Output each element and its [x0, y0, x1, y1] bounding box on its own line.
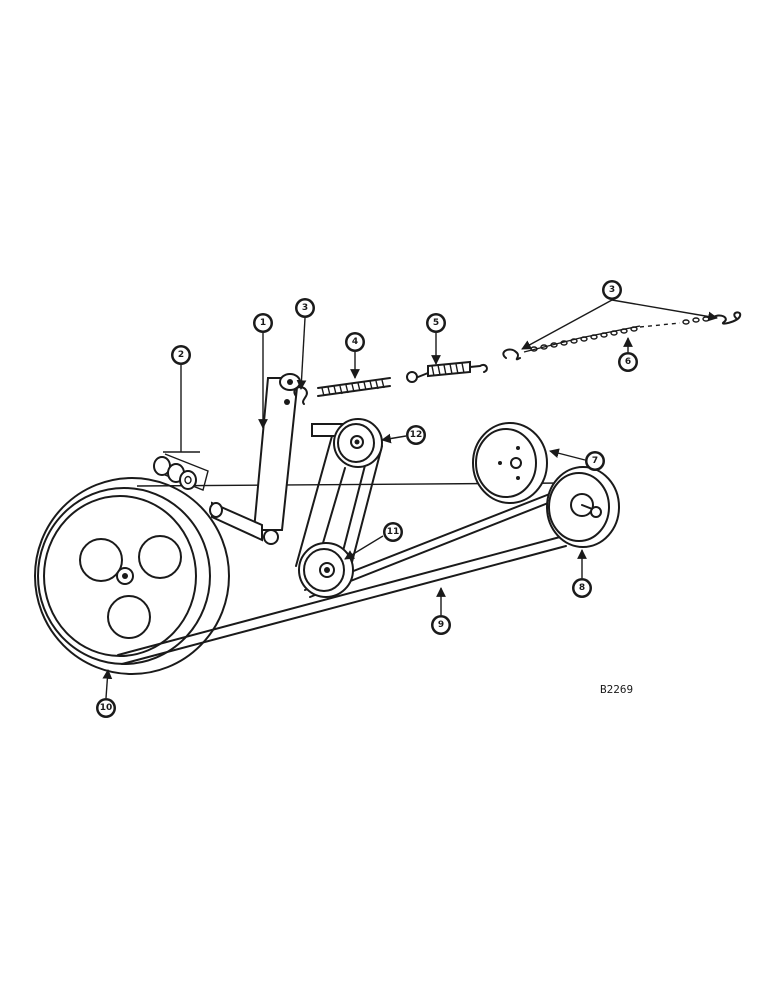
s-hook-left [293, 386, 308, 405]
svg-text:3: 3 [302, 303, 308, 313]
svg-text:8: 8 [579, 583, 585, 593]
svg-text:11: 11 [387, 527, 400, 537]
svg-text:2: 2 [178, 350, 184, 360]
svg-text:9: 9 [438, 620, 444, 630]
svg-text:1: 1 [260, 318, 266, 328]
leader-lines [102, 299, 718, 699]
pulley-8 [546, 466, 620, 548]
bushing-set [153, 453, 209, 491]
svg-text:3: 3 [609, 285, 615, 295]
svg-text:4: 4 [352, 337, 358, 347]
large-pulley [34, 477, 230, 675]
idler-arm [209, 373, 301, 545]
callout-7: 7 [585, 451, 605, 471]
idler-pulley-11 [298, 542, 354, 598]
svg-text:12: 12 [410, 430, 423, 440]
svg-text:7: 7 [592, 456, 598, 466]
callout-12: 12 [406, 425, 426, 445]
spring-4 [317, 377, 391, 397]
callout-10: 10 [96, 698, 116, 718]
callout-8: 8 [572, 578, 592, 598]
callout-4: 4 [345, 332, 365, 352]
figure-code: B2269 [600, 683, 633, 696]
callout-11: 11 [383, 522, 403, 542]
callout-1: 1 [253, 313, 273, 333]
spring-5 [406, 360, 488, 383]
callout-6: 6 [618, 352, 638, 372]
pulley-7 [472, 422, 548, 504]
svg-text:6: 6 [625, 357, 631, 367]
callout-2: 2 [171, 345, 191, 365]
callout-3-left: 3 [295, 298, 315, 318]
svg-text:5: 5 [433, 318, 439, 328]
svg-text:10: 10 [100, 703, 113, 713]
chain-6 [502, 311, 742, 361]
callout-9: 9 [431, 615, 451, 635]
callout-3-right: 3 [602, 280, 622, 300]
idler-pulley-12 [311, 418, 383, 468]
callout-5: 5 [426, 313, 446, 333]
